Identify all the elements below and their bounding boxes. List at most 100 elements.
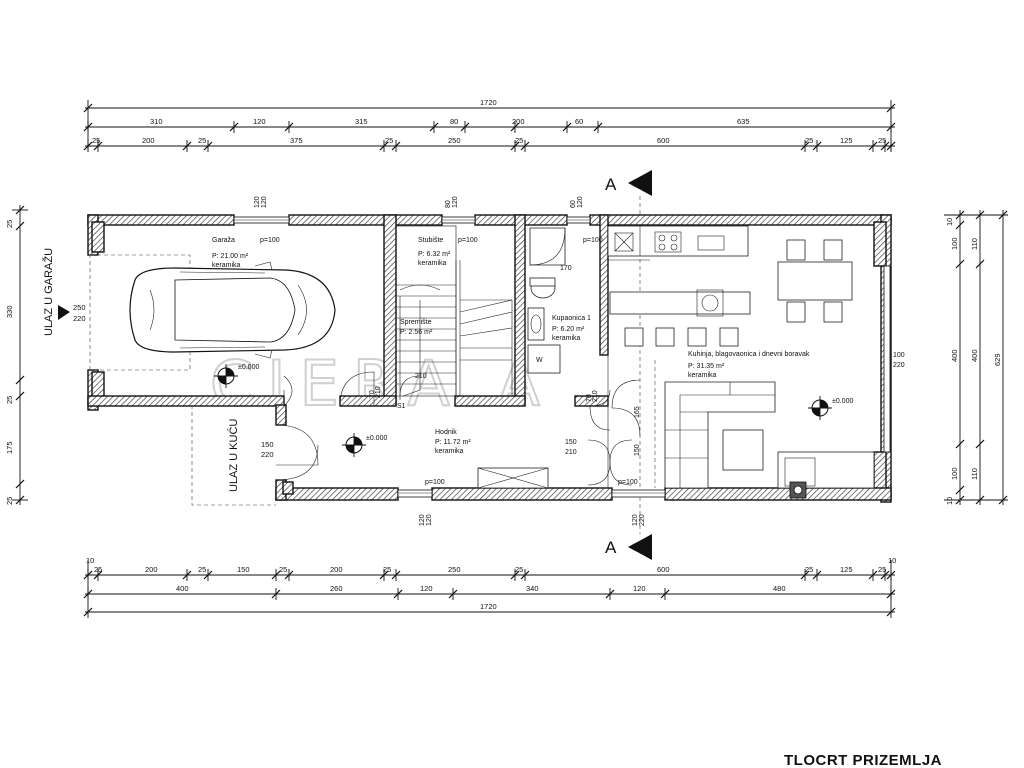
dim-top: 125: [840, 136, 853, 145]
dim-right: 10: [945, 497, 954, 505]
door-mark: 150: [634, 444, 641, 456]
dim-top: 635: [737, 117, 750, 126]
car-icon: [129, 261, 336, 359]
dim-top: 25: [805, 136, 813, 145]
level-living: ±0.000: [832, 398, 853, 405]
room-name: Hodnik: [435, 429, 457, 436]
stair-label: S1: [397, 403, 406, 410]
dim-bottom: 340: [526, 584, 539, 593]
room-floor: keramika: [212, 262, 241, 269]
dim-right: 110: [970, 238, 979, 250]
dim-left: 330: [5, 305, 14, 318]
room-area: P: 2.56 m²: [400, 329, 433, 336]
room-area: P: 6.32 m²: [418, 251, 451, 258]
sill-height: p=100: [583, 237, 603, 244]
sill-height: p=100: [425, 479, 445, 486]
door-mark: 165: [634, 406, 641, 418]
garage-entrance-label: ULAZ U GARAŽU: [42, 248, 55, 336]
entry-porch-outline: [191, 405, 276, 506]
window-mark: 120: [577, 196, 584, 208]
window-mark: 80: [445, 200, 452, 208]
doors: [275, 371, 641, 486]
window-mark: 120: [261, 196, 268, 208]
room-name: Stubište: [418, 237, 443, 244]
dim-left: 25: [5, 220, 14, 228]
level-hall: ±0.000: [366, 435, 387, 442]
bath-inner-dim: 170: [560, 265, 572, 272]
door-mark: 70: [586, 394, 593, 402]
dim-top: 315: [355, 117, 368, 126]
dim-bottom: 10: [888, 556, 896, 565]
dim-right-total: 629: [993, 353, 1002, 366]
sill-height: p=100: [260, 237, 280, 244]
dim-garage-door: 250: [73, 303, 86, 312]
watermark: CIERA A: [210, 347, 554, 420]
window-mark: 120: [254, 196, 261, 208]
window-mark: 220: [893, 362, 905, 369]
section-marker-top: [628, 170, 652, 196]
dim-left: 25: [5, 497, 14, 505]
window-mark: 220: [639, 514, 646, 526]
dim-right: 100: [950, 237, 959, 250]
door-mark: 210: [375, 386, 382, 398]
dim-top: 25: [198, 136, 206, 145]
door-mark: 70: [369, 390, 376, 398]
dim-bottom: 25: [383, 565, 391, 574]
dim-right: 100: [950, 467, 959, 480]
window-mark: 120: [419, 514, 426, 526]
dim-top: 250: [448, 136, 461, 145]
dim-bottom: 600: [657, 565, 670, 574]
right-dimension-lines: [944, 210, 1008, 505]
dim-bottom: 480: [773, 584, 786, 593]
dim-bottom: 150: [237, 565, 250, 574]
room-floor: keramika: [435, 448, 464, 455]
door-mark: 150: [565, 439, 577, 446]
window-mark: 60: [570, 200, 577, 208]
door-mark: 210: [592, 390, 599, 402]
level-marker-garage: [214, 364, 238, 388]
stair-riser-label: 210: [415, 373, 427, 380]
room-floor: keramika: [552, 335, 581, 342]
bathroom-fixtures: [527, 227, 566, 374]
window-mark: 120: [452, 196, 459, 208]
room-name: Garaža: [212, 237, 235, 244]
dim-right: 110: [970, 468, 979, 480]
dim-top: 375: [290, 136, 303, 145]
left-dimension-lines: [12, 205, 70, 505]
dim-bottom: 25: [805, 565, 813, 574]
dim-entry-door: 150: [261, 440, 274, 449]
room-floor: keramika: [688, 372, 717, 379]
dim-entry-door: 220: [261, 450, 274, 459]
drawing-title: TLOCRT PRIZEMLJA: [784, 752, 942, 768]
room-area: P: 31.35 m²: [688, 363, 725, 370]
dim-bottom: 260: [330, 584, 343, 593]
window-mark: 120: [632, 514, 639, 526]
dim-top: 310: [150, 117, 163, 126]
top-dimension-lines: [83, 100, 896, 152]
dim-bottom: 25: [279, 565, 287, 574]
dim-total-bottom: 1720: [480, 602, 497, 611]
dim-bottom: 25: [198, 565, 206, 574]
room-name: Kupaonica 1: [552, 315, 591, 322]
dim-bottom: 200: [330, 565, 343, 574]
dim-top: 25: [878, 136, 886, 145]
section-label-top: A: [605, 175, 617, 194]
dim-top: 600: [657, 136, 670, 145]
house-entrance-label: ULAZ U KUĆU: [227, 419, 240, 492]
staircase: [395, 225, 513, 400]
dim-right: 10: [945, 218, 954, 226]
dim-bottom: 10: [86, 556, 94, 565]
dim-left: 175: [5, 441, 14, 454]
dim-bottom: 120: [633, 584, 646, 593]
dim-bottom: 25: [94, 565, 102, 574]
dim-top: 120: [253, 117, 266, 126]
room-area: P: 11.72 m²: [435, 439, 471, 446]
dim-right: 400: [950, 349, 959, 362]
section-label-bottom: A: [605, 538, 617, 557]
dim-bottom: 120: [420, 584, 433, 593]
dim-bottom: 25: [515, 565, 523, 574]
dim-top: 25: [385, 136, 393, 145]
dim-garage-door: 220: [73, 314, 86, 323]
kitchen-furniture: [607, 225, 875, 499]
washer-label: W: [536, 357, 543, 364]
